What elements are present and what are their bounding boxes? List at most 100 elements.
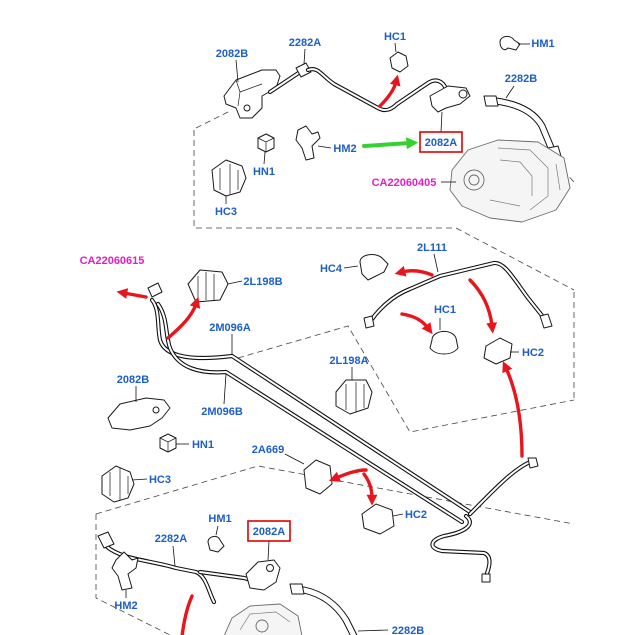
- clip-body: [187, 269, 229, 303]
- hose-core: [493, 98, 555, 153]
- bracket-hole: [266, 564, 274, 572]
- red-arrow-bottom-left: [180, 594, 194, 635]
- clip-body: [335, 379, 373, 415]
- lead-2082b: [235, 59, 239, 83]
- lead-hc4: [343, 265, 359, 269]
- pipe-fitting-nut: [295, 62, 312, 78]
- fitting-junction-end: [481, 573, 491, 583]
- label-2l198a: 2L198A: [329, 355, 368, 367]
- bottom-region-left-edge: [95, 514, 171, 635]
- label-hc2-lower: HC2: [405, 509, 427, 521]
- label-hm2: HM2: [114, 600, 137, 612]
- label-hm2: HM2: [333, 143, 356, 155]
- caliper-bleed: [468, 174, 480, 186]
- label-2282a: 2282A: [289, 37, 321, 49]
- bottom-region-outline: [95, 465, 575, 525]
- top-pipe-2282a: [267, 62, 449, 113]
- bracket-body: [245, 559, 281, 591]
- caliper-body: [449, 139, 571, 223]
- lead-2l111: [433, 253, 439, 273]
- label-2l198b: 2L198B: [243, 276, 282, 288]
- pipe-core: [151, 299, 471, 513]
- clip-2a669: [303, 459, 333, 495]
- top-lead-lines: [225, 42, 530, 204]
- lead-hc2-lower: [392, 513, 404, 517]
- top-bracket-2082b: [223, 69, 281, 119]
- label-2282b: 2282B: [392, 625, 424, 635]
- lead-hm1: [215, 525, 219, 536]
- label-2282a: 2282A: [155, 533, 187, 545]
- lead-hm2: [317, 145, 332, 149]
- highlight-box-2082a-top: [419, 131, 463, 153]
- lead-hc3: [131, 478, 148, 481]
- bottom-lead-lines: [125, 525, 389, 632]
- pipe-core: [269, 71, 301, 93]
- bracket-hole: [152, 406, 160, 414]
- label-hc3: HC3: [215, 206, 237, 218]
- hose-fitting: [289, 583, 305, 595]
- top-caliper: [449, 139, 571, 223]
- label-2082a: 2082A: [253, 526, 285, 538]
- label-hn1: HN1: [192, 439, 214, 451]
- bottom-hose-2282b: [289, 583, 358, 635]
- label-hc1: HC1: [434, 304, 456, 316]
- red-arrow-to-2a669: [328, 468, 368, 482]
- lead-2m096b: [223, 373, 227, 405]
- middle-section: CA22060615 2L111 HC4 2L198B HC1 2M096A H…: [80, 242, 553, 583]
- clip-hm2-bottom: [111, 551, 139, 591]
- pipe-core: [431, 515, 491, 577]
- clip-hc4: [359, 254, 389, 281]
- bottom-caliper: [223, 603, 303, 635]
- lead-2l198b: [227, 280, 243, 285]
- middle-region-outline: [237, 325, 575, 433]
- highlight-box-2082a-bottom: [247, 520, 291, 542]
- clip-ribs: [219, 164, 239, 194]
- clip-hc2-middle: [483, 337, 513, 365]
- red-arrow-to-hc2-from-top: [468, 278, 498, 334]
- clip-2l198b: [187, 269, 229, 303]
- lead-hc1: [394, 42, 397, 53]
- top-clip-hm2: [295, 125, 321, 161]
- green-arrow-to-2082a: [362, 137, 419, 150]
- label-2a669: 2A669: [252, 444, 284, 456]
- reference-middle: CA22060615: [80, 255, 145, 267]
- fitting-lower-right: [527, 457, 539, 469]
- middle-lead-lines: [131, 253, 519, 517]
- nut-edge: [159, 437, 177, 452]
- top-nut-hn1: [257, 133, 275, 153]
- label-2m096a: 2M096A: [209, 322, 251, 334]
- label-2082b: 2082B: [216, 48, 248, 60]
- bracket-body: [223, 69, 281, 119]
- label-2l111: 2L111: [417, 242, 447, 254]
- label-hm1: HM1: [208, 513, 231, 525]
- main-pipe-outline: [305, 67, 449, 113]
- fitting-left: [97, 531, 115, 549]
- top-bracket-2082a: [429, 85, 471, 113]
- hose-outline: [300, 586, 358, 635]
- bracket-body: [107, 397, 171, 431]
- top-clip-hc1: [389, 51, 409, 73]
- nut-hn1-middle: [159, 433, 177, 453]
- clip-2l198a: [335, 379, 373, 415]
- label-hc3: HC3: [149, 474, 171, 486]
- label-hc1: HC1: [384, 31, 406, 43]
- caliper-detail: [489, 147, 561, 211]
- label-hn1: HN1: [253, 166, 275, 178]
- lead-2282b: [505, 85, 515, 99]
- lead-2082a: [440, 111, 443, 133]
- pipe-2l111: [363, 260, 553, 329]
- label-2m096b: 2M096B: [201, 406, 243, 418]
- clip-hm1-bottom: [207, 535, 225, 553]
- label-2082a: 2082A: [425, 137, 457, 149]
- label-2282b: 2282B: [505, 73, 537, 85]
- lead-2a669: [284, 453, 305, 465]
- red-arrow-to-hc2-lower: [362, 472, 378, 506]
- reference-top: CA22060405: [372, 177, 437, 189]
- top-clip-hm1: [499, 35, 521, 51]
- label-2082b: 2082B: [117, 374, 149, 386]
- clip-hc3-middle: [101, 465, 135, 503]
- top-clip-hc3: [211, 159, 247, 197]
- bracket-2082b-middle: [107, 397, 171, 431]
- nut-edge: [257, 137, 275, 152]
